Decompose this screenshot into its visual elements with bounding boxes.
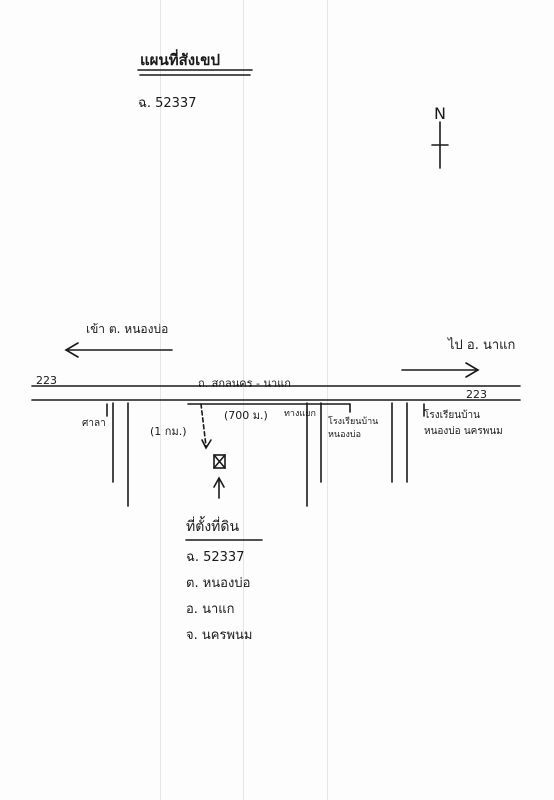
road-name: ถ. สกลนคร - นาแก	[198, 377, 291, 390]
address-line-province: จ. นครพนม	[186, 628, 253, 643]
address-line-parcel: ฉ. 52337	[186, 550, 245, 565]
site-label: ที่ตั้งที่ดิน	[186, 519, 240, 535]
path-to-site	[200, 403, 207, 447]
site-marker	[213, 454, 226, 469]
left-landmark-label: ศาลา	[82, 418, 106, 429]
junction-label: ทางแยก	[284, 409, 316, 419]
north-mark: N	[434, 104, 446, 123]
middle-landmark-label: โรงเรียนบ้านหนองบ่อ	[328, 417, 379, 440]
address-line-subdistrict: ต. หนองบ่อ	[186, 576, 251, 591]
address-line-district: อ. นาแก	[186, 602, 235, 617]
right-landmark-label: โรงเรียนบ้านหนองบ่อ นครพนม	[424, 410, 503, 437]
road-number-right: 223	[466, 388, 487, 401]
header-parcel-number: ฉ. 52337	[138, 96, 197, 111]
distance-label: (700 ม.)	[224, 409, 268, 422]
road-number-left: 223	[36, 374, 57, 387]
map-title: แผนที่สังเขป	[140, 51, 220, 69]
side-distance-label: (1 กม.)	[150, 425, 187, 438]
right-direction-label: ไป อ. นาแก	[448, 338, 516, 353]
left-direction-label: เข้า ต. หนองบ่อ	[86, 322, 169, 336]
